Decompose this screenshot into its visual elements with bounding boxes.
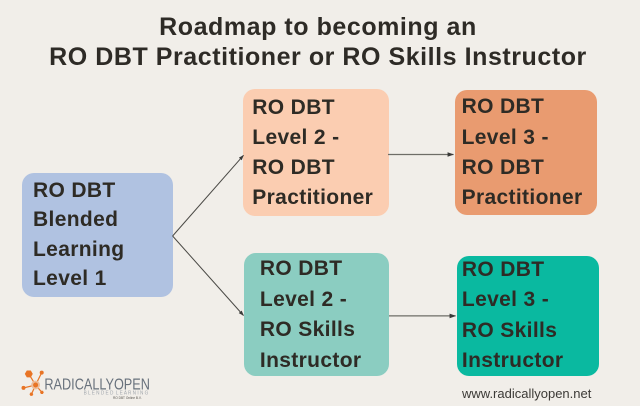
svg-text:RADICALLYOPEN: RADICALLYOPEN: [44, 377, 149, 394]
svg-text:RO DBT Online B.V.: RO DBT Online B.V.: [113, 395, 142, 400]
svg-text:B L E N D E D L E A R N I N G: B L E N D E D L E A R N I N G: [84, 391, 149, 397]
